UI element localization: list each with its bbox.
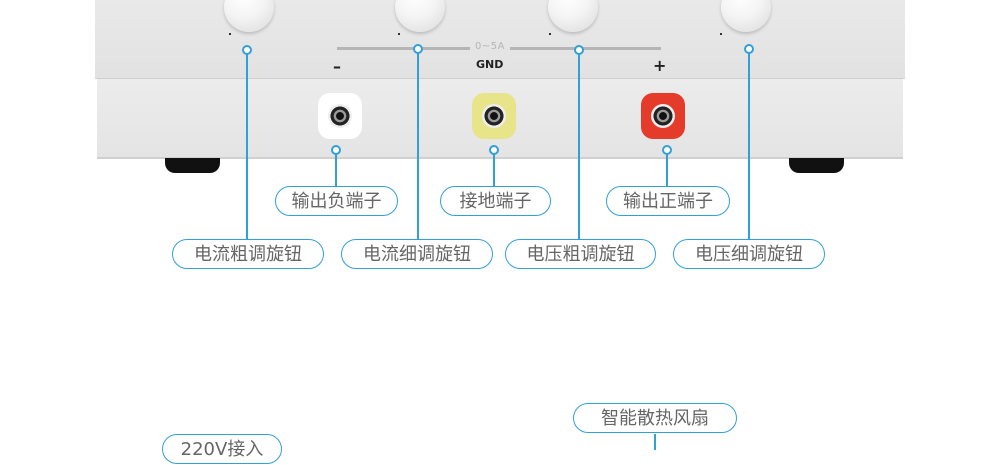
output-positive-terminal[interactable] bbox=[641, 93, 685, 139]
leader-dot bbox=[331, 145, 341, 155]
leader-dot bbox=[413, 44, 423, 54]
terminal-hole bbox=[651, 104, 675, 128]
callout-output-positive: 输出正端子 bbox=[606, 186, 730, 216]
leader-line bbox=[493, 150, 495, 186]
knob-tick bbox=[549, 33, 551, 35]
callout-current-fine-knob: 电流细调旋钮 bbox=[341, 239, 493, 269]
knob-tick bbox=[229, 33, 231, 35]
callout-ground: 接地端子 bbox=[440, 186, 551, 216]
knob-tick bbox=[720, 33, 722, 35]
range-label: 0~5A bbox=[475, 41, 505, 52]
minus-sign: – bbox=[333, 57, 341, 76]
device-foot-right bbox=[789, 158, 844, 173]
leader-dot bbox=[744, 44, 754, 54]
terminal-hole bbox=[328, 104, 352, 128]
leader-dot bbox=[242, 45, 252, 55]
leader-line bbox=[246, 49, 248, 239]
range-line-right bbox=[510, 47, 661, 50]
range-line-left bbox=[337, 47, 470, 50]
device-foot-left bbox=[165, 158, 220, 173]
output-negative-terminal[interactable] bbox=[318, 93, 362, 139]
callout-output-negative: 输出负端子 bbox=[275, 186, 398, 216]
leader-line bbox=[578, 49, 580, 239]
leader-dot bbox=[574, 45, 584, 55]
terminal-hole bbox=[482, 104, 506, 128]
leader-line bbox=[666, 150, 668, 186]
leader-line bbox=[335, 150, 337, 186]
leader-line bbox=[654, 434, 656, 450]
callout-current-coarse-knob: 电流粗调旋钮 bbox=[172, 239, 324, 269]
leader-dot bbox=[489, 145, 499, 155]
plus-sign: + bbox=[653, 56, 667, 75]
callout-voltage-fine-knob: 电压细调旋钮 bbox=[673, 239, 825, 269]
ground-terminal[interactable] bbox=[472, 93, 516, 139]
callout-fan: 智能散热风扇 bbox=[573, 403, 737, 433]
callout-voltage-coarse-knob: 电压粗调旋钮 bbox=[505, 239, 656, 269]
leader-line bbox=[417, 49, 419, 239]
gnd-label: GND bbox=[476, 58, 504, 71]
callout-power-input: 220V接入 bbox=[162, 434, 282, 464]
knob-tick bbox=[398, 33, 400, 35]
leader-line bbox=[748, 49, 750, 239]
leader-dot bbox=[662, 145, 672, 155]
